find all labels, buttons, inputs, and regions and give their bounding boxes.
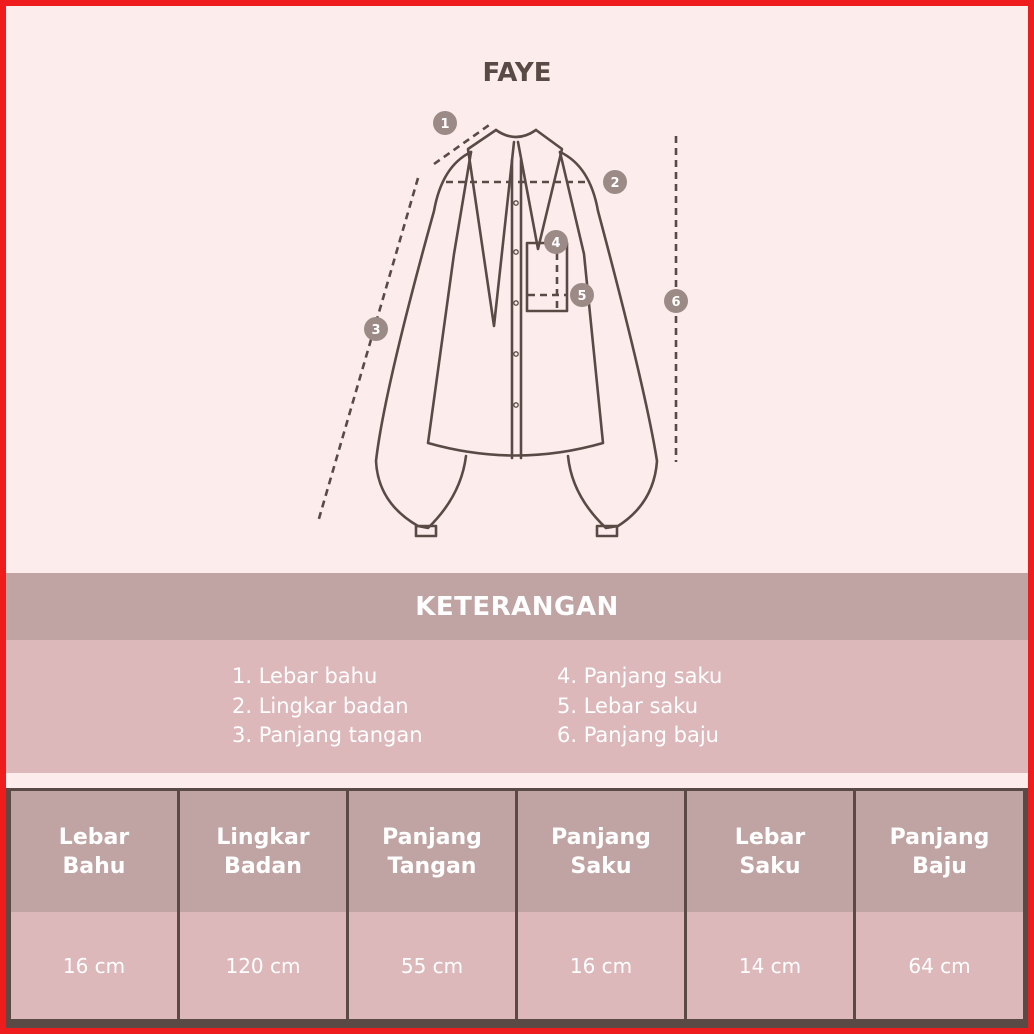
table-header-text: Saku <box>739 853 801 879</box>
table-value-cell: 64 cm <box>856 912 1023 1019</box>
sleeve-line <box>316 177 420 523</box>
marker-4-label: 4 <box>551 236 560 251</box>
marker-1: 1 <box>433 111 457 135</box>
legend-item: 3. Panjang tangan <box>232 723 423 747</box>
legend-item: 2. Lingkar badan <box>232 693 409 718</box>
legend-item: 1. Lebar bahu <box>232 664 378 688</box>
table-value-cell: 16 cm <box>518 912 684 1019</box>
marker-5-label: 5 <box>577 289 586 304</box>
marker-4: 4 <box>544 230 568 254</box>
table-header-text: Bahu <box>62 853 126 879</box>
legend-item: 5. Lebar saku <box>557 693 699 718</box>
table-value-cell: 14 cm <box>687 912 853 1019</box>
shirt-buttons <box>513 200 519 408</box>
size-chart: FAYE <box>6 6 1028 1028</box>
table-header-text: Lingkar <box>216 824 310 850</box>
table-header-text: Tangan <box>387 853 477 879</box>
table-header-text: Badan <box>224 853 302 879</box>
legend-heading: KETERANGAN <box>6 573 1028 640</box>
marker-3-label: 3 <box>371 323 380 338</box>
marker-3: 3 <box>364 317 388 341</box>
table-header-text: Baju <box>912 853 967 879</box>
table-value-cell: 120 cm <box>180 912 346 1019</box>
table-header-text: Panjang <box>382 824 482 850</box>
marker-2-label: 2 <box>610 176 619 191</box>
legend-item: 4. Panjang saku <box>557 664 723 688</box>
table-header-text: Lebar <box>734 824 806 850</box>
legend-item: 6. Panjang baju <box>557 723 719 747</box>
marker-5: 5 <box>570 283 594 307</box>
table-value-cell: 55 cm <box>349 912 515 1019</box>
marker-1-label: 1 <box>440 117 449 132</box>
table-header-text: Panjang <box>889 824 990 850</box>
shirt-outline <box>374 128 659 538</box>
marker-2: 2 <box>603 170 627 194</box>
table-header-text: Lebar <box>58 824 130 850</box>
marker-6: 6 <box>664 289 688 313</box>
table-header-text: Panjang <box>551 824 651 850</box>
shirt-measurement-diagram: 1 2 3 4 5 6 <box>316 111 688 538</box>
table-value-cell: 16 cm <box>11 912 177 1019</box>
measurement-markers: 1 2 3 4 5 6 <box>364 111 688 341</box>
product-title: FAYE <box>482 58 552 88</box>
table-header-text: Saku <box>570 853 632 879</box>
legend-column-right: 4. Panjang saku 5. Lebar saku 6. Panjang… <box>557 662 722 751</box>
legend-column-left: 1. Lebar bahu 2. Lingkar badan 3. Panjan… <box>232 662 423 751</box>
marker-6-label: 6 <box>671 295 680 310</box>
legend-list: 1. Lebar bahu 2. Lingkar badan 3. Panjan… <box>6 640 1028 773</box>
